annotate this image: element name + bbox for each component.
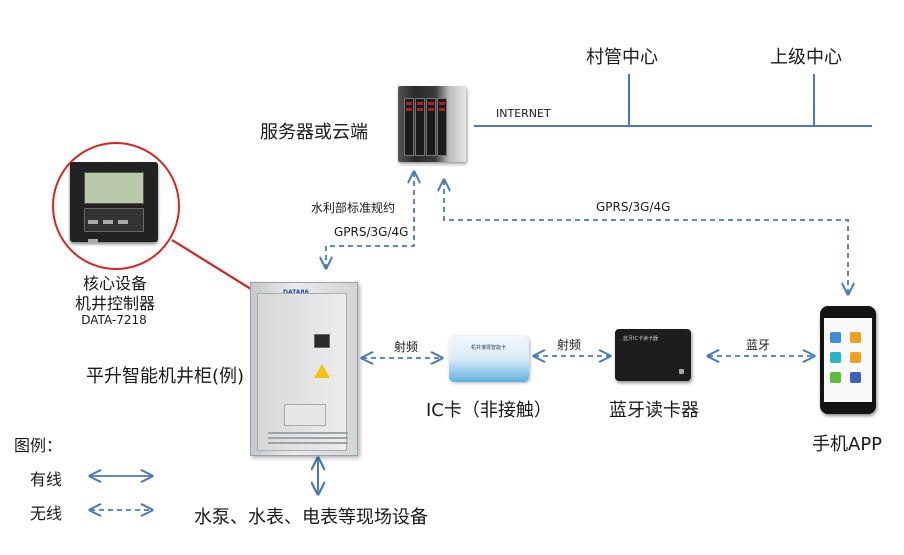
legend-wired-label: 有线	[30, 470, 63, 489]
upper-center-label: 上级中心	[770, 47, 842, 68]
mobile-app-label: 手机APP	[812, 434, 883, 455]
gprs-right-label: GPRS/3G/4G	[596, 200, 671, 214]
bluetooth-reader-icon: 蓝牙IC卡读卡器	[615, 329, 691, 381]
reader-title: 蓝牙IC卡读卡器	[623, 336, 658, 342]
core-device-label: 核心设备	[82, 274, 147, 293]
ic-card-label: IC卡（非接触）	[426, 400, 552, 421]
legend-title: 图例：	[14, 436, 63, 455]
gprs-left-label: GPRS/3G/4G	[334, 225, 409, 239]
ic-card-icon: 机井灌溉智能卡	[449, 336, 529, 382]
highlight-circle	[52, 142, 180, 270]
cabinet-brand: DATA86	[283, 289, 309, 296]
protocol-label: 水利部标准规约	[311, 201, 396, 215]
rf-label-2: 射频	[557, 338, 582, 352]
rf-label-1: 射频	[394, 340, 419, 354]
well-cabinet-icon: DATA86	[250, 282, 358, 456]
bluetooth-label: 蓝牙	[746, 338, 771, 352]
field-devices-label: 水泵、水表、电表等现场设备	[194, 507, 428, 528]
mobile-phone-icon	[820, 306, 876, 414]
server-phone-link	[444, 180, 848, 294]
internet-label: INTERNET	[496, 107, 551, 120]
server-icon	[390, 82, 472, 166]
model-label: DATA-7218	[81, 313, 147, 327]
well-controller-icon	[70, 162, 158, 243]
bt-reader-label: 蓝牙读卡器	[609, 400, 699, 421]
well-controller-label: 机井控制器	[74, 294, 155, 313]
server-cabinet-link	[326, 172, 414, 268]
cabinet-label: 平升智能机井柜(例)	[86, 366, 245, 387]
ic-card-title: 机井灌溉智能卡	[471, 345, 507, 351]
village-center-label: 村管中心	[586, 47, 658, 68]
server-label: 服务器或云端	[260, 122, 368, 143]
legend-wireless-label: 无线	[30, 504, 63, 523]
